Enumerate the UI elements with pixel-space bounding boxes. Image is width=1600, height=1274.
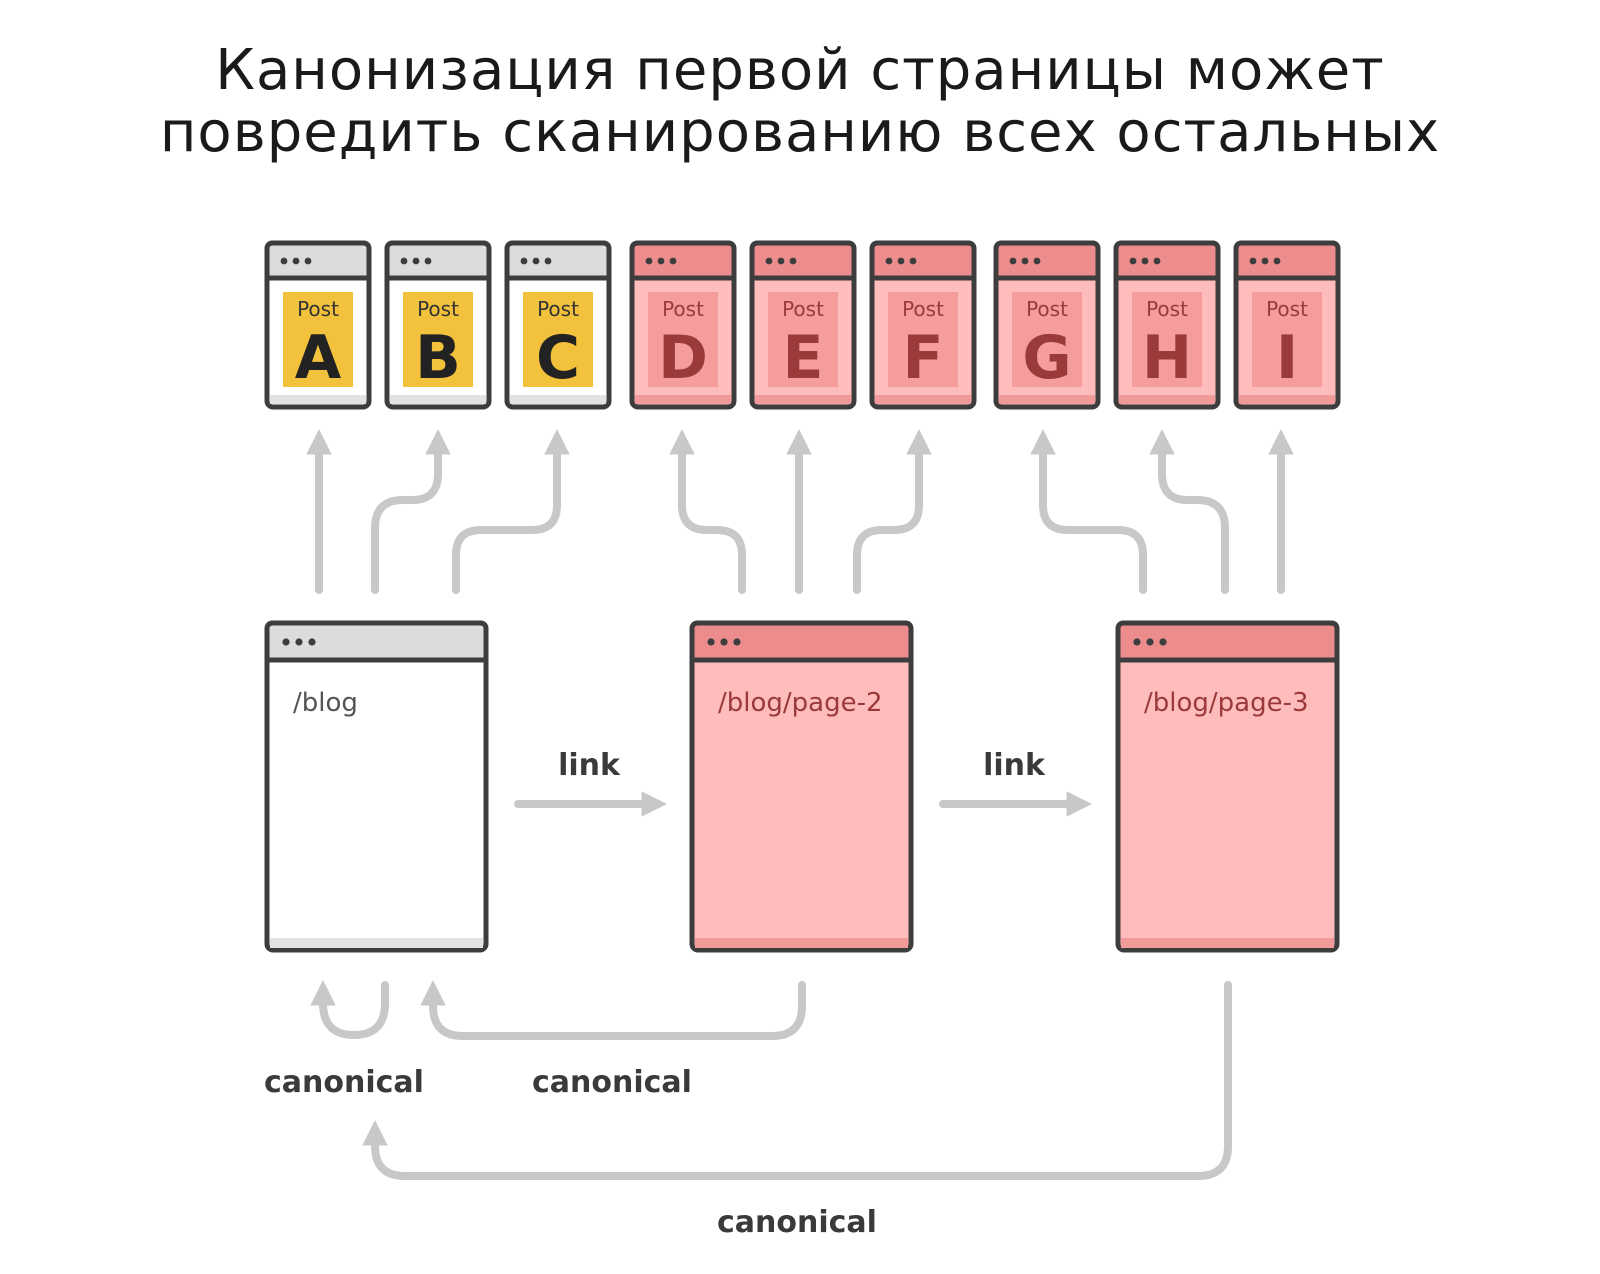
post-thumbnail: [523, 292, 593, 387]
post-thumbnail: [1252, 292, 1322, 387]
post-label: Post: [782, 297, 824, 321]
window-dots: [1249, 257, 1281, 265]
window-dots: [765, 257, 797, 265]
diagram-title-line-2: повредить сканированию всех остальных: [159, 100, 1441, 165]
post-thumbnail: [648, 292, 718, 387]
post-letter: B: [415, 323, 461, 393]
window-dots: [1009, 257, 1041, 265]
page-blog-page-3: /blog/page-3: [1115, 620, 1340, 953]
window-dots: [645, 257, 677, 265]
window-dots: [885, 257, 917, 265]
canonical-label-1: canonical: [264, 1065, 424, 1100]
post-label: Post: [1146, 297, 1188, 321]
canonical-arrow-page2: [420, 980, 806, 1040]
canonical-arrow-page3: [362, 981, 1232, 1180]
diagram-title-line-1: Канонизация первой страницы может: [215, 38, 1385, 103]
link-label-1: link: [558, 748, 621, 783]
page-url: /blog: [293, 688, 358, 718]
post-letter: C: [536, 323, 580, 393]
post-thumbnail: [768, 292, 838, 387]
page-url: /blog/page-2: [718, 688, 883, 718]
post-arrows: [306, 429, 1294, 594]
post-label: Post: [417, 297, 459, 321]
canonical-arrows: [310, 980, 1232, 1180]
canonical-arrow-self: [310, 980, 389, 1040]
post-label: Post: [1026, 297, 1068, 321]
post-label: Post: [537, 297, 579, 321]
window-dots: [400, 257, 432, 265]
post-thumbnail: [1012, 292, 1082, 387]
post-label: Post: [1266, 297, 1308, 321]
post-thumbnail: [1132, 292, 1202, 387]
post-thumbnail: [283, 292, 353, 387]
page-url: /blog/page-3: [1144, 688, 1309, 718]
arrow-page2-to-post-f: [853, 429, 932, 594]
post-letter: I: [1276, 323, 1298, 393]
post-letter: D: [658, 323, 708, 393]
window-dots: [1129, 257, 1161, 265]
link-label-2: link: [983, 748, 1046, 783]
window-dots: [520, 257, 552, 265]
window-dots: [280, 257, 312, 265]
canonical-label-2: canonical: [532, 1065, 692, 1100]
window-dots: [1133, 638, 1167, 646]
post-label: Post: [902, 297, 944, 321]
arrow-page2-to-post-d: [669, 429, 746, 594]
post-letter: H: [1142, 323, 1192, 393]
window-dots: [707, 638, 741, 646]
post-letter: A: [295, 323, 342, 393]
post-letter: E: [783, 323, 824, 393]
arrow-page3-to-post-g: [1030, 429, 1147, 594]
window-dots: [282, 638, 316, 646]
page-blog: /blog: [264, 620, 489, 953]
arrow-page3-to-post-h: [1149, 429, 1229, 594]
post-label: Post: [297, 297, 339, 321]
post-thumbnail: [403, 292, 473, 387]
arrow-blog-to-post-b: [371, 429, 451, 594]
arrow-blog-to-post-c: [452, 429, 570, 594]
post-letter: F: [903, 323, 944, 393]
post-thumbnail: [888, 292, 958, 387]
canonical-label-3: canonical: [717, 1205, 877, 1240]
post-label: Post: [662, 297, 704, 321]
post-letter: G: [1022, 323, 1071, 393]
page-blog-page-2: /blog/page-2: [689, 620, 914, 953]
post-cards: PostAPostBPostCPostDPostEPostFPostGPostH…: [264, 240, 1341, 410]
